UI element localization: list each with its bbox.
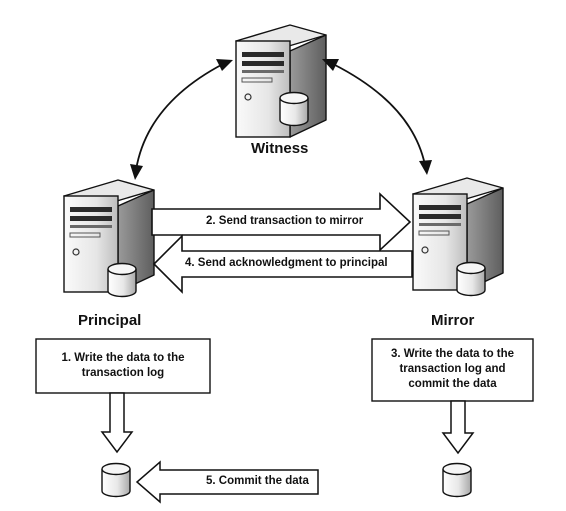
note-box-step1 xyxy=(35,338,211,394)
principal-server-icon xyxy=(63,179,155,298)
commit-arrow xyxy=(135,460,319,504)
witness-label: Witness xyxy=(251,140,309,157)
mirror-label: Mirror xyxy=(431,312,475,329)
step3-note-text: 3. Write the data to the transaction log… xyxy=(390,348,515,390)
send-ack-arrow xyxy=(152,234,413,294)
down-arrow-right xyxy=(441,400,475,455)
principal-database-icon xyxy=(101,462,131,498)
commit-label: 5. Commit the data xyxy=(206,475,309,487)
mirror-database-icon xyxy=(442,462,472,498)
witness-mirror-link xyxy=(322,59,432,175)
send-transaction-label: 2. Send transaction to mirror xyxy=(206,215,364,227)
mirror-server-icon xyxy=(412,177,504,297)
witness-server-icon xyxy=(235,24,327,138)
witness-principal-link xyxy=(130,59,233,180)
down-arrow-left xyxy=(100,392,134,454)
send-transaction-arrow xyxy=(151,192,412,252)
send-ack-label: 4. Send acknowledgment to principal xyxy=(185,257,388,269)
note-box-step3 xyxy=(371,338,534,402)
step1-note-text: 1. Write the data to the transaction log xyxy=(61,352,185,379)
principal-label: Principal xyxy=(78,312,142,329)
